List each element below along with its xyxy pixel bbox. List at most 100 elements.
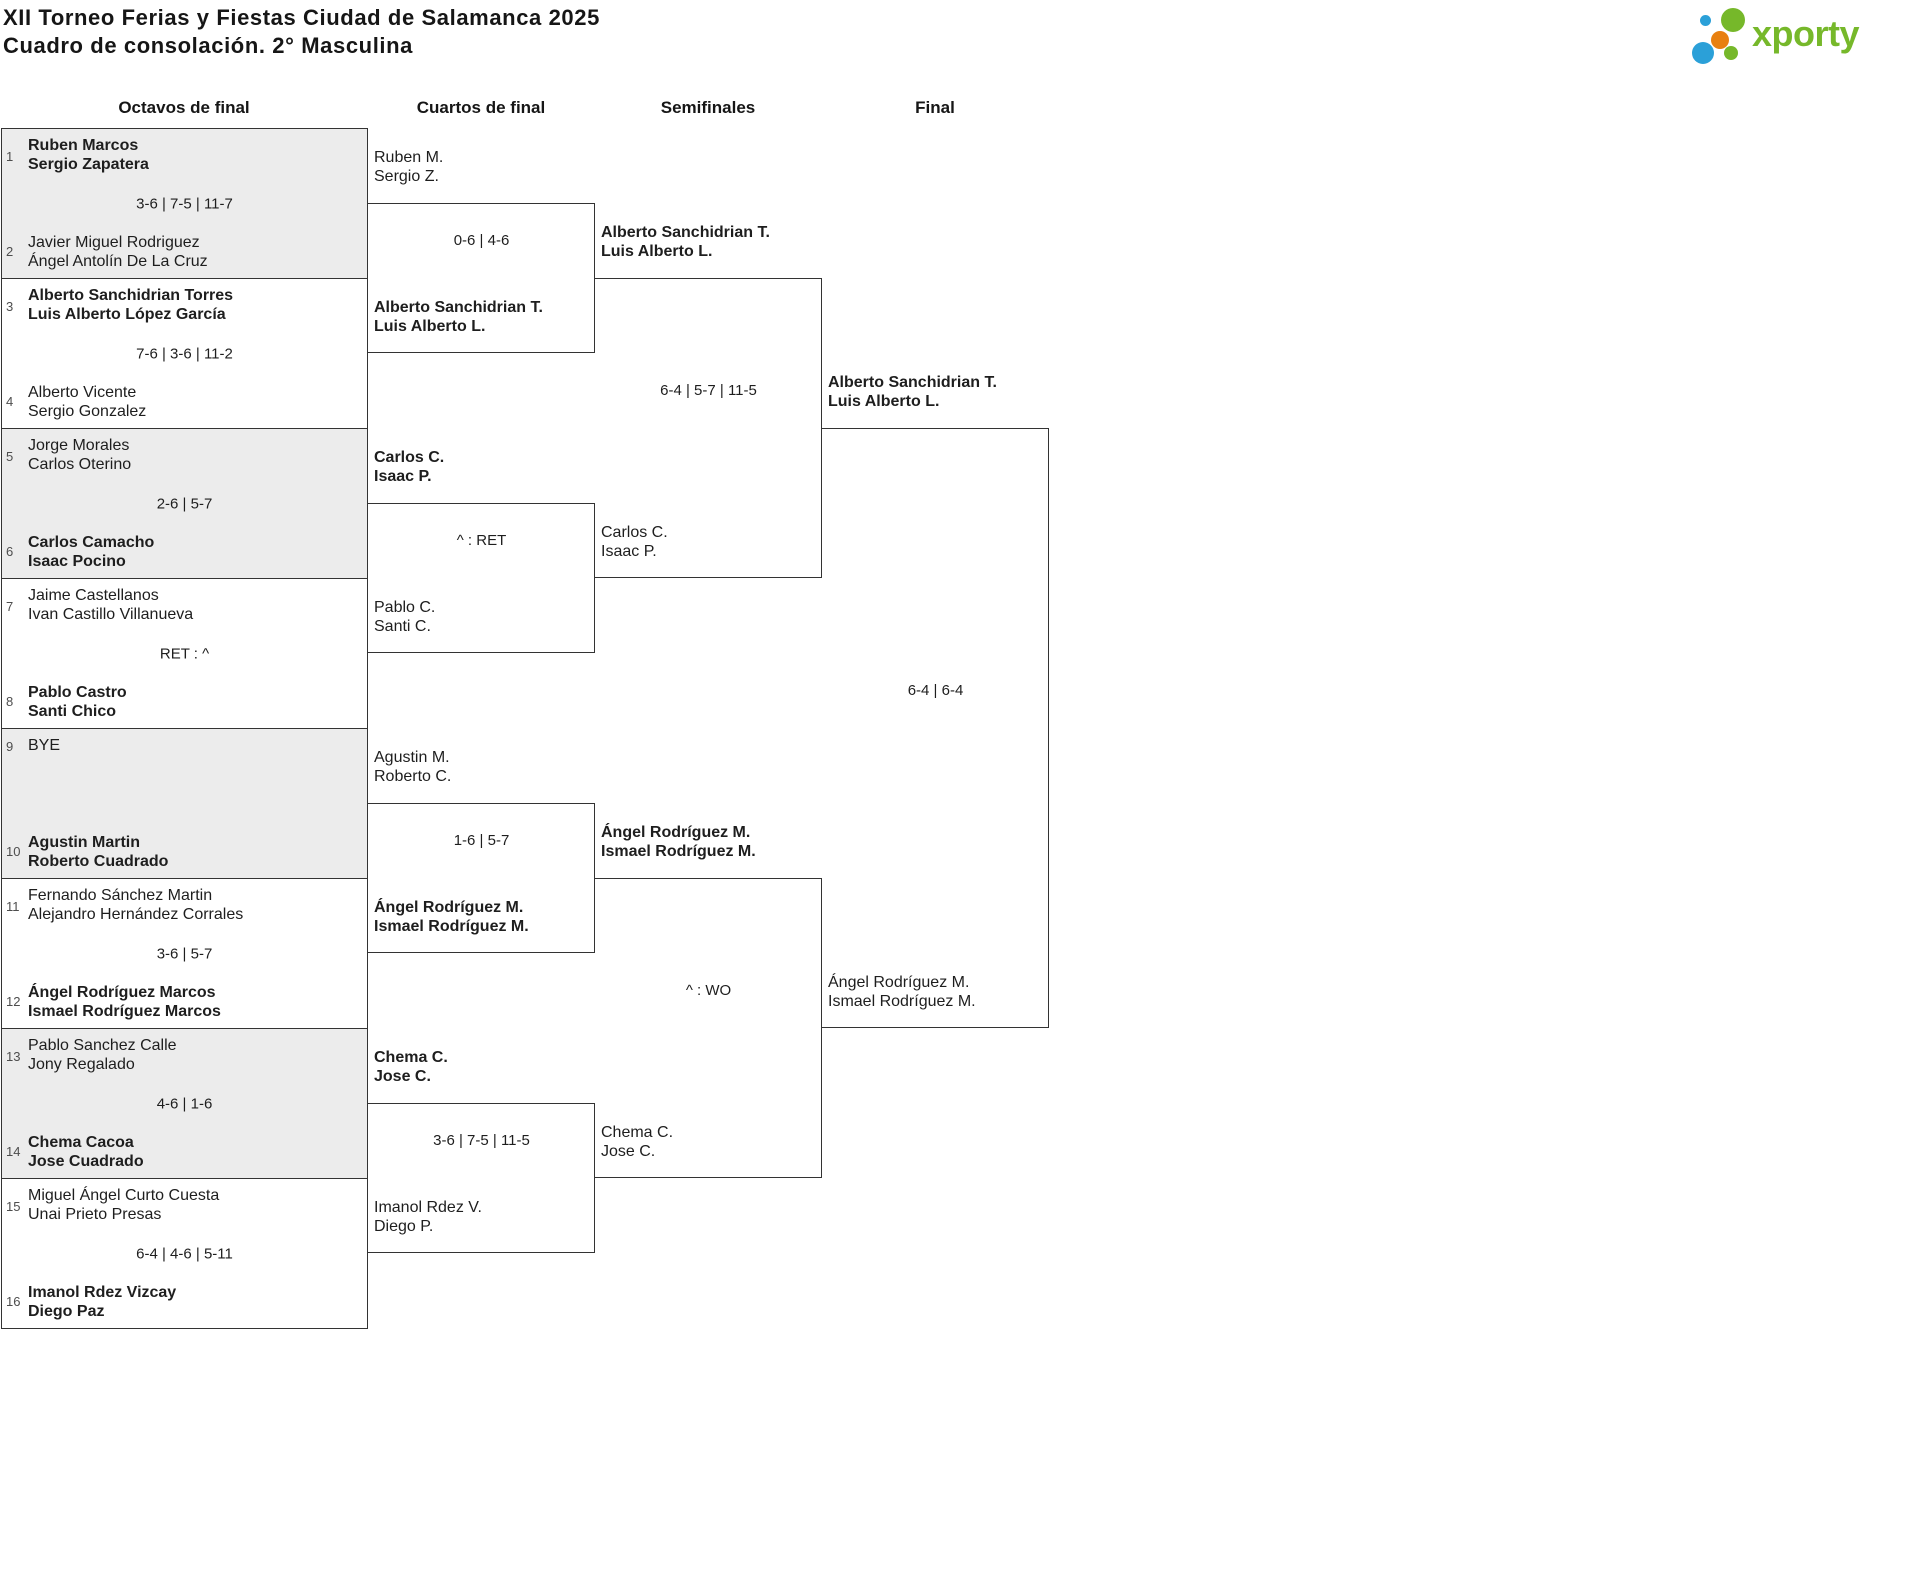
match-score: 3-6 | 7-5 | 11-7 — [136, 195, 233, 212]
cuartos-slot-top: Carlos C.Isaac P. — [374, 448, 594, 486]
team-slot-line: Luis Alberto López García — [28, 306, 226, 323]
match-score: 7-6 | 3-6 | 11-2 — [136, 345, 233, 362]
match-score: 1-6 | 5-7 — [453, 832, 510, 849]
team-name: Chema C. — [374, 1049, 448, 1066]
match-score: 6-4 | 4-6 | 5-11 — [136, 1245, 233, 1262]
logo-dot-green-large-icon — [1721, 8, 1745, 32]
team-name: Ismael Rodríguez M. — [601, 843, 756, 860]
match-score: 6-4 | 6-4 — [907, 682, 964, 699]
team-name: Luis Alberto L. — [601, 243, 713, 260]
team-slot-line: Ismael Rodríguez Marcos — [28, 1003, 221, 1020]
team-name: Jose C. — [601, 1143, 656, 1160]
team-name: Alberto Sanchidrian T. — [828, 374, 997, 391]
team-slot-line: Sergio Gonzalez — [28, 403, 147, 420]
seed-number: 13 — [6, 1048, 21, 1064]
semifinales-slot-bottom: Chema C.Jose C. — [601, 1123, 821, 1161]
team-slot-line: Sergio Zapatera — [28, 156, 149, 173]
seed-number: 3 — [6, 298, 14, 314]
team-slot-line: Ángel Rodríguez Marcos — [28, 984, 216, 1001]
team-slot-line: Miguel Ángel Curto Cuesta — [28, 1187, 220, 1204]
team-name: Alberto Sanchidrian T. — [601, 224, 770, 241]
seed-number: 6 — [6, 543, 14, 559]
semifinales-slot-top: Alberto Sanchidrian T. Luis Alberto L. — [601, 223, 821, 261]
team-slot-line: Chema Cacoa — [28, 1134, 134, 1151]
team-name: Ismael Rodríguez M. — [828, 993, 976, 1010]
page-title: XII Torneo Ferias y Fiestas Ciudad de Sa… — [3, 5, 600, 30]
cuartos-slot-top: Agustin M. Roberto C. — [374, 748, 594, 786]
team-name: Alberto Sanchidrian T. — [374, 299, 543, 316]
team-slot-line: BYE — [28, 737, 61, 754]
xporty-logo-text: xporty — [1752, 13, 1860, 54]
cuartos-slot-bottom: Alberto Sanchidrian T. Luis Alberto L. — [374, 298, 594, 336]
team-name: Luis Alberto L. — [374, 318, 486, 335]
seed-number: 5 — [6, 448, 14, 464]
team-slot: BYE — [28, 736, 60, 755]
seed-number: 15 — [6, 1198, 21, 1214]
cuartos-slot-bottom: Imanol Rdez V.Diego P. — [374, 1198, 594, 1236]
team-name: Pablo C. — [374, 599, 436, 616]
logo-dot-blue-small-icon — [1700, 15, 1711, 26]
team-slot-line: Alejandro Hernández Corrales — [28, 906, 244, 923]
semifinales-match-2 — [595, 878, 822, 1178]
team-slot-line: Ángel Antolín De La Cruz — [28, 253, 208, 270]
match-score: 6-4 | 5-7 | 11-5 — [660, 382, 757, 399]
cuartos-match-4 — [368, 1103, 595, 1253]
round-header-semifinales: Semifinales — [660, 98, 756, 117]
team-slot-line: Carlos Camacho — [28, 534, 155, 551]
team-name: Imanol Rdez V. — [374, 1199, 482, 1216]
team-name: Ángel Rodríguez M. — [601, 824, 751, 841]
cuartos-slot-bottom: Ángel Rodríguez M.Ismael Rodríguez M. — [374, 898, 594, 936]
cuartos-slot-top: Chema C.Jose C. — [374, 1048, 594, 1086]
seed-number: 9 — [6, 738, 14, 754]
team-slot-line: Jose Cuadrado — [28, 1153, 144, 1170]
seed-number: 7 — [6, 598, 14, 614]
seed-number: 14 — [6, 1143, 21, 1159]
cuartos-match-1 — [368, 203, 595, 353]
semifinales-match-1 — [595, 278, 822, 578]
seed-number: 10 — [6, 843, 21, 859]
seed-number: 12 — [6, 993, 21, 1009]
team-name: Agustin M. — [374, 749, 450, 766]
match-score: 3-6 | 7-5 | 11-5 — [433, 1132, 530, 1149]
xporty-logo[interactable]: xporty — [1690, 4, 1860, 66]
team-name: Carlos C. — [374, 449, 445, 466]
team-slot-line: Pablo Sanchez Calle — [28, 1037, 177, 1054]
cuartos-match-3 — [368, 803, 595, 953]
team-slot-line: Alberto Sanchidrian Torres — [28, 287, 234, 304]
round-header-octavos: Octavos de final — [118, 98, 250, 117]
cuartos-slot-top: Ruben M.Sergio Z. — [374, 148, 594, 186]
seed-number: 2 — [6, 243, 14, 259]
team-slot-line: Fernando Sánchez Martin — [28, 887, 213, 904]
team-slot-line: Santi Chico — [28, 703, 117, 720]
match-score: 4-6 | 1-6 — [156, 1095, 213, 1112]
team-slot-line: Carlos Oterino — [28, 456, 132, 473]
team-slot-line: Jony Regalado — [28, 1056, 135, 1073]
team-slot-line: Javier Miguel Rodriguez — [28, 234, 200, 251]
cuartos-match-2 — [368, 503, 595, 653]
match-score: 3-6 | 5-7 — [156, 945, 213, 962]
team-name: Ángel Rodríguez M. — [374, 899, 524, 916]
semifinales-slot-bottom: Carlos C.Isaac P. — [601, 523, 821, 561]
logo-dot-green-small-icon — [1724, 46, 1738, 60]
team-name: Ángel Rodríguez M. — [828, 974, 970, 991]
team-slot-line: Ruben Marcos — [28, 137, 139, 154]
team-name: Roberto C. — [374, 768, 452, 785]
